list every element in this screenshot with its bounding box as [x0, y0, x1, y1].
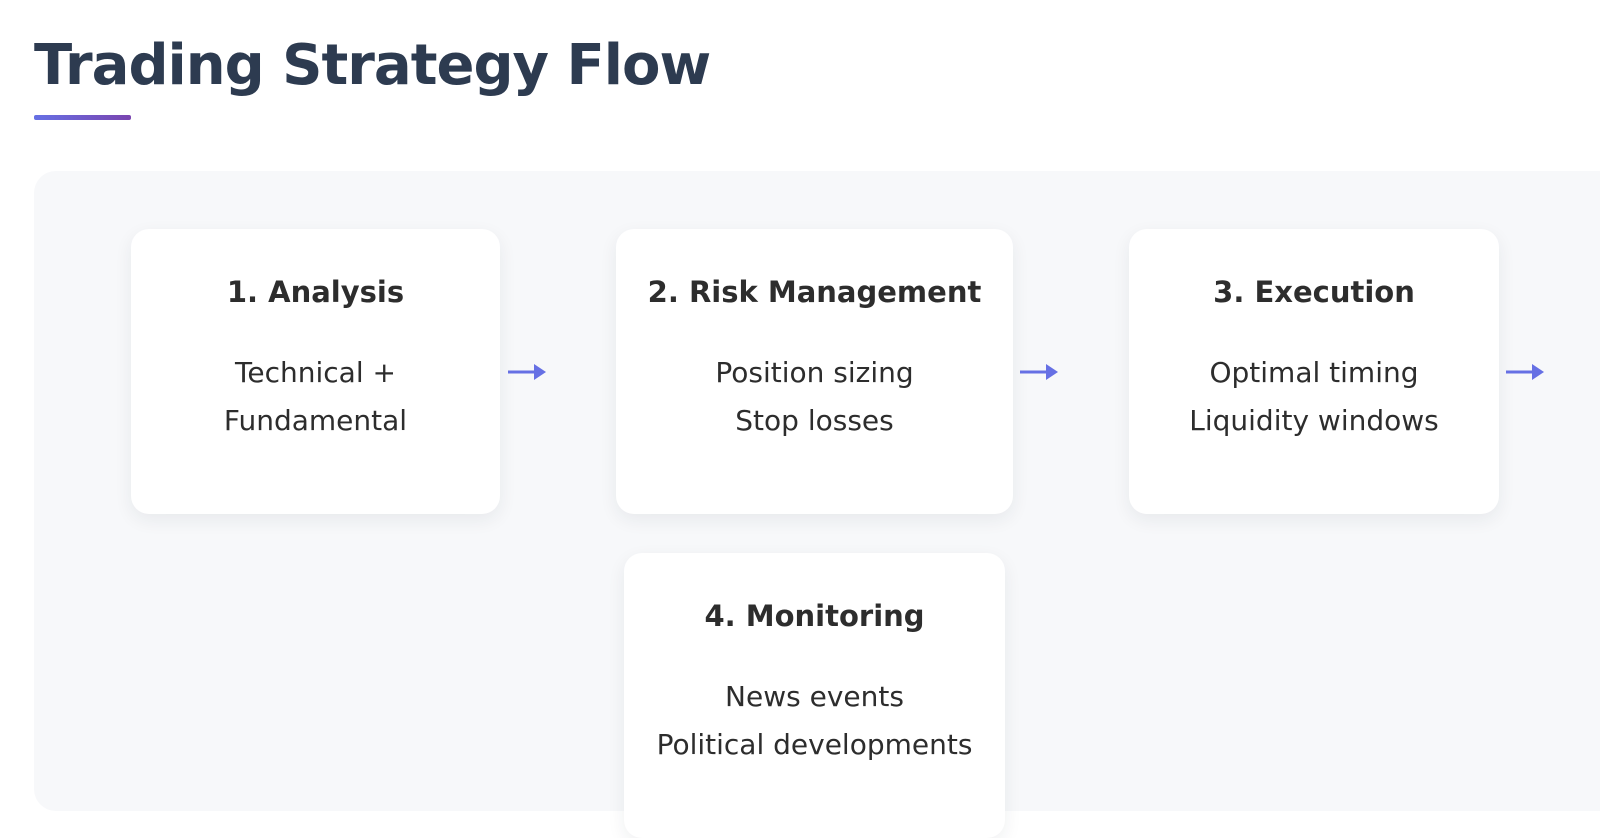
arrow-right-icon — [1506, 362, 1544, 382]
page-title: Trading Strategy Flow — [34, 33, 711, 98]
step-description-line: Stop losses — [735, 404, 894, 437]
step-description: Optimal timing Liquidity windows — [1129, 349, 1499, 445]
step-description: News events Political developments — [624, 673, 1005, 769]
step-description-line: Technical + — [235, 356, 396, 389]
step-description-line: News events — [725, 680, 904, 713]
step-title: 4. Monitoring — [704, 599, 925, 633]
step-description: Position sizing Stop losses — [616, 349, 1013, 445]
arrow-right-icon — [1020, 362, 1058, 382]
arrow-right-icon — [508, 362, 546, 382]
step-title: 1. Analysis — [226, 275, 405, 309]
step-card-risk-management: 2. Risk Management Position sizing Stop … — [616, 229, 1013, 514]
step-description-line: Optimal timing — [1209, 356, 1419, 389]
title-underline — [34, 115, 131, 120]
step-description-line: Fundamental — [223, 404, 408, 437]
step-card-monitoring: 4. Monitoring News events Political deve… — [624, 553, 1005, 838]
step-card-analysis: 1. Analysis Technical + Fundamental — [131, 229, 500, 514]
step-title: 2. Risk Management — [647, 275, 982, 309]
step-description-line: Position sizing — [715, 356, 914, 389]
step-description-line: Political developments — [656, 728, 973, 761]
step-description-line: Liquidity windows — [1189, 404, 1439, 437]
step-title: 3. Execution — [1213, 275, 1415, 309]
step-card-execution: 3. Execution Optimal timing Liquidity wi… — [1129, 229, 1499, 514]
step-description: Technical + Fundamental — [131, 349, 500, 445]
